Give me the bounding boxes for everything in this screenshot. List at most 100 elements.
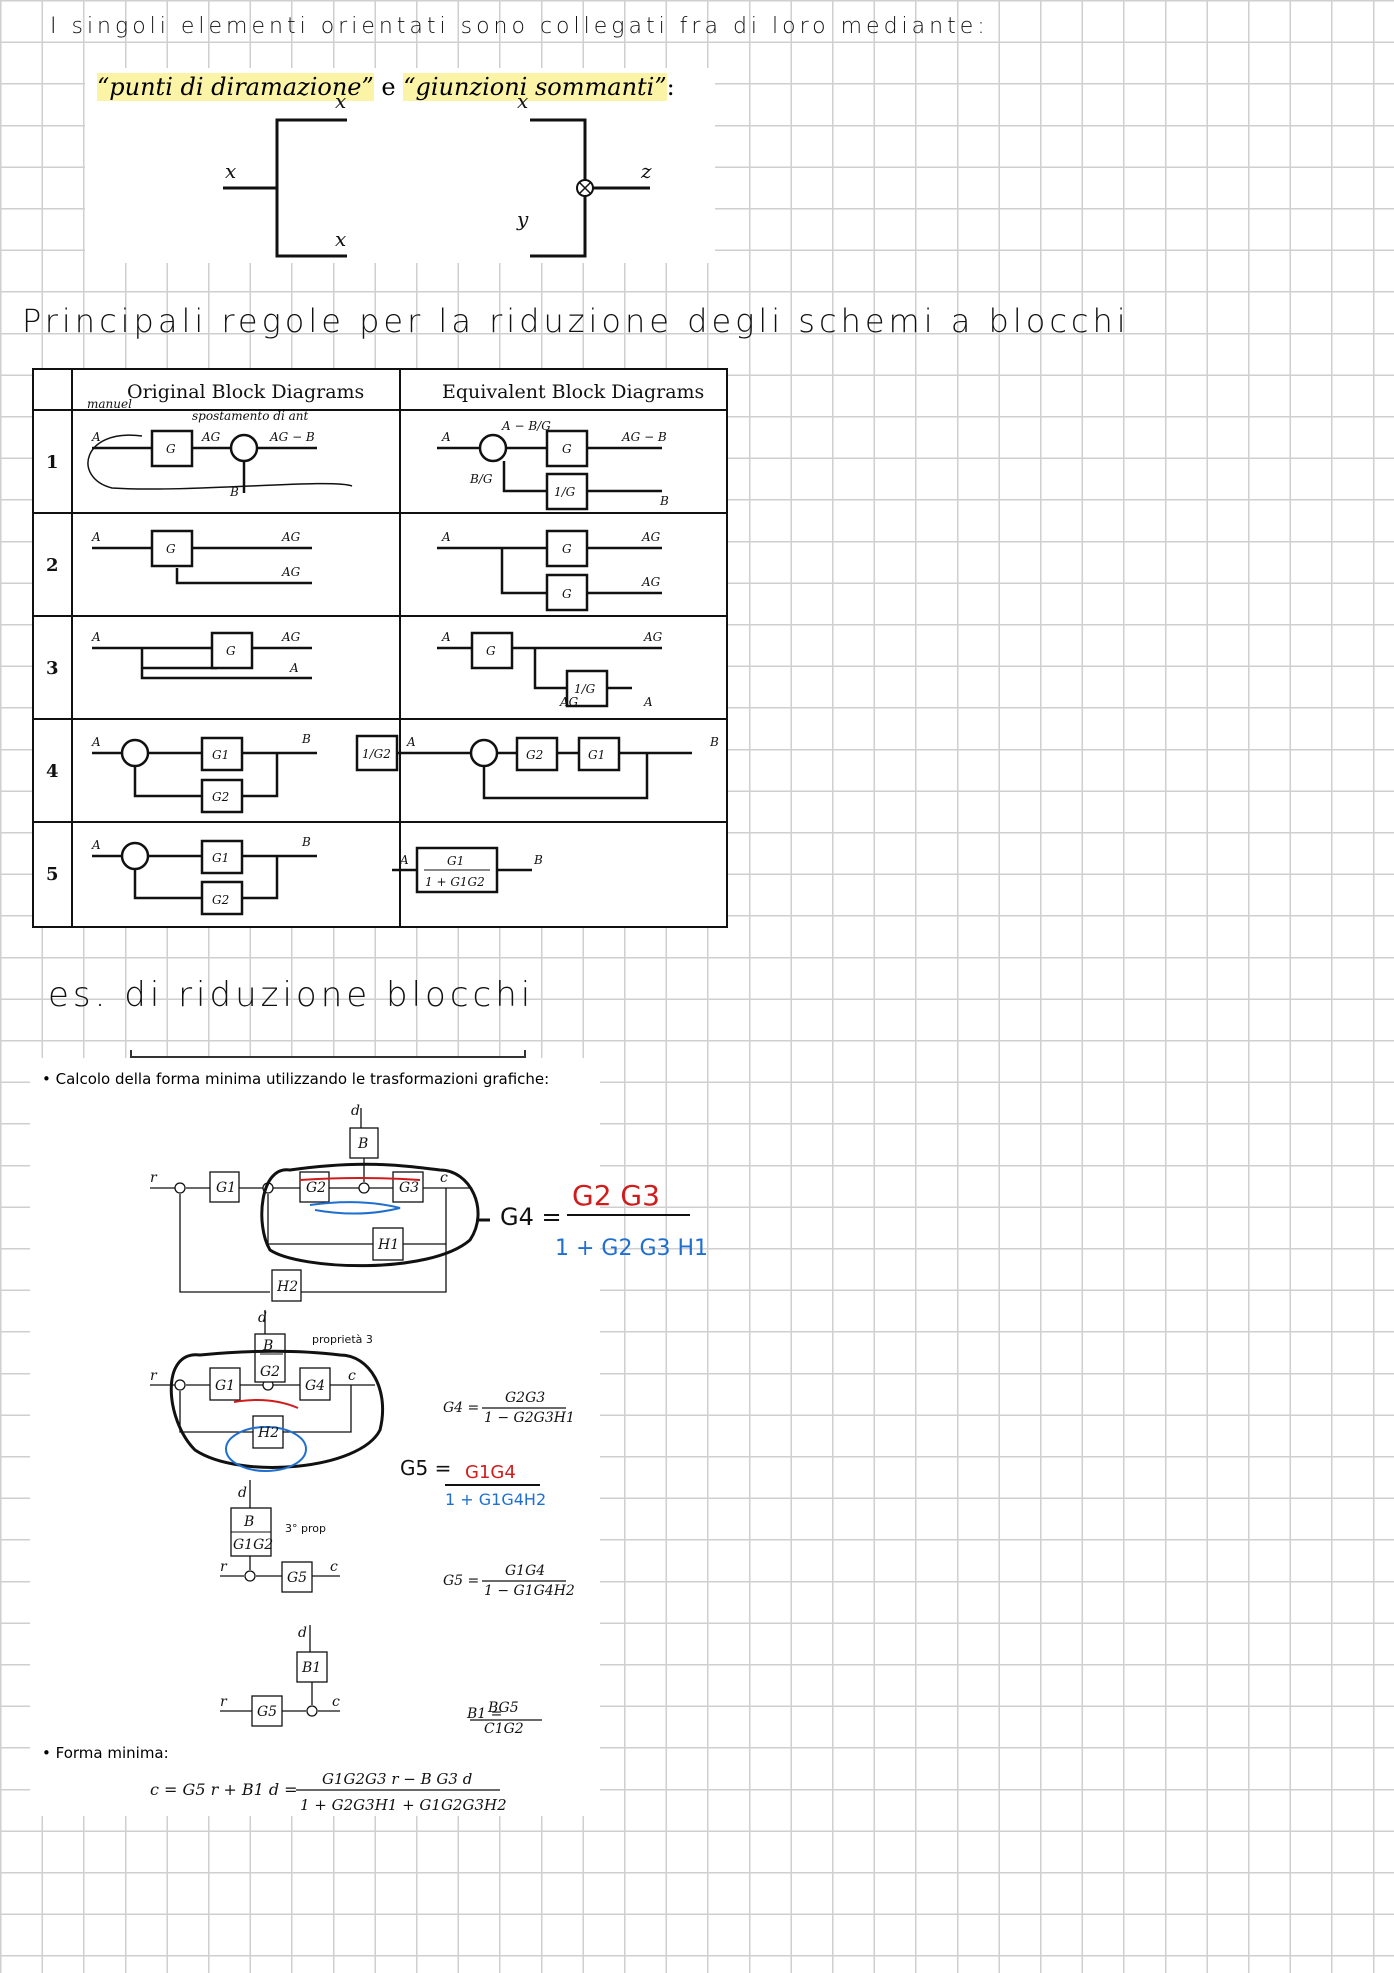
d3-G5: G5 <box>287 1570 307 1586</box>
d1-B: B <box>357 1136 368 1152</box>
d4-c: c <box>332 1694 340 1710</box>
r4-eq-B: B <box>709 735 719 749</box>
g5-den: 1 − G1G4H2 <box>484 1583 575 1599</box>
r2-AG1: AG <box>281 530 301 544</box>
r2-G: G <box>166 542 176 556</box>
heading-example: es. di riduzione blocchi <box>48 975 535 1015</box>
r5-A: A <box>91 838 101 852</box>
hand-g5-lhs: G5 = <box>400 1456 451 1480</box>
r5-G2: G2 <box>212 893 229 907</box>
d2-G1: G1 <box>215 1378 235 1394</box>
heading-rules: Principali regole per la riduzione degli… <box>22 302 1130 340</box>
underline-bracket <box>130 1050 526 1058</box>
r4-G1: G1 <box>212 748 229 762</box>
r4-eq-G2: G2 <box>526 748 543 762</box>
d4-r: r <box>220 1694 228 1710</box>
r2-eq-G1: G <box>562 542 572 556</box>
d3-c: c <box>330 1559 338 1575</box>
r1-eq-B: B <box>659 494 669 508</box>
r3-A2: A <box>289 661 299 675</box>
figure-branch-sum: “punti di diramazione” e “giunzioni somm… <box>85 68 715 263</box>
r1-B: B <box>229 485 239 499</box>
final-den: 1 + G2G3H1 + G1G2G3H2 <box>300 1796 507 1814</box>
row-number-2: 2 <box>46 555 59 576</box>
label-sum-x: x <box>517 89 528 113</box>
row1-note-a: manuel <box>87 397 132 411</box>
final-num: G1G2G3 r − B G3 d <box>322 1770 472 1788</box>
final-lhs: c = G5 r + B1 d = <box>150 1780 298 1799</box>
g5-num: G1G4 <box>505 1563 545 1579</box>
r1-G: G <box>166 442 176 456</box>
g4-num: G2G3 <box>505 1390 545 1406</box>
row1-note-b: spostamento di ant <box>192 409 308 423</box>
r3-eq-AG2: AG <box>559 695 579 709</box>
b1-num: BG5 <box>487 1700 519 1716</box>
d3-B: B <box>243 1514 254 1530</box>
d4-d: d <box>298 1625 307 1641</box>
hand-g4-den: 1 + G2 G3 H1 <box>555 1236 708 1261</box>
rules-table: Original Block Diagrams Equivalent Block… <box>32 368 728 928</box>
hand-g5-num: G1G4 <box>465 1462 516 1483</box>
caption-branch-points: “punti di diramazione” <box>97 73 374 101</box>
r4-B: B <box>301 732 311 746</box>
d2-B: B <box>262 1338 273 1354</box>
caption-colon: : <box>666 73 675 101</box>
caption-summing-junctions: “giunzioni sommanti” <box>403 73 667 101</box>
bullet-forma-minima-text: Forma minima: <box>55 1744 169 1762</box>
d2-r: r <box>150 1368 158 1384</box>
r2-eq-G2: G <box>562 587 572 601</box>
d1-G3: G3 <box>399 1180 419 1196</box>
figure1-caption: “punti di diramazione” e “giunzioni somm… <box>97 73 675 101</box>
caption-and: e <box>373 73 404 101</box>
figure1-diagram: x x x x y z <box>223 89 652 258</box>
r4-A: A <box>91 735 101 749</box>
r3-eq-A: A <box>441 630 451 644</box>
d1-H1: H1 <box>377 1237 399 1253</box>
row-number-3: 3 <box>46 658 59 679</box>
r5-eq-B: B <box>533 853 543 867</box>
r1-eq-G: G <box>562 442 572 456</box>
r3-eq-AG: AG <box>643 630 663 644</box>
intro-line: I singoli elementi orientati sono colleg… <box>50 14 989 39</box>
row-number-1: 1 <box>46 452 59 473</box>
d4-B1: B1 <box>301 1660 321 1676</box>
col-header-equivalent: Equivalent Block Diagrams <box>442 381 704 403</box>
r3-A: A <box>91 630 101 644</box>
r1-eq-BG: B/G <box>469 472 493 486</box>
col-header-original: Original Block Diagrams <box>127 381 364 403</box>
bullet-calcolo-text: Calcolo della forma minima utilizzando l… <box>55 1070 550 1088</box>
d2-G4: G4 <box>305 1378 325 1394</box>
d1-d: d <box>351 1103 360 1119</box>
d2-note: proprietà 3 <box>312 1333 373 1346</box>
d1-H2: H2 <box>276 1279 298 1295</box>
rules-table-grid: Original Block Diagrams Equivalent Block… <box>32 368 728 928</box>
label-sum-z: z <box>640 159 652 183</box>
bullet-forma-minima: • Forma minima: <box>42 1744 169 1762</box>
r2-A: A <box>91 530 101 544</box>
label-x-top: x <box>335 89 346 113</box>
r5-B: B <box>301 835 311 849</box>
hand-g4-num: G2 G3 <box>572 1179 660 1212</box>
r3-AG: AG <box>281 630 301 644</box>
d2-H2: H2 <box>257 1425 279 1441</box>
hand-g5-den: 1 + G1G4H2 <box>445 1490 546 1509</box>
d4-G5: G5 <box>257 1704 277 1720</box>
row-number-4: 4 <box>46 761 59 782</box>
handwritten-arrow <box>87 434 353 490</box>
r4-G2: G2 <box>212 790 229 804</box>
label-x-in: x <box>225 159 236 183</box>
r1-eq-out: AG − B <box>621 430 667 444</box>
r1-eq-A: A <box>441 430 451 444</box>
r2-eq-AG1: AG <box>641 530 661 544</box>
d2-G2: G2 <box>260 1364 280 1380</box>
d3-note: 3° prop <box>285 1522 326 1535</box>
hand-g4-lhs: G4 = <box>500 1203 562 1231</box>
r4-eq-A: A <box>406 735 416 749</box>
b1-lhs: B1 = <box>466 1706 502 1722</box>
label-sum-y: y <box>516 207 529 231</box>
r1-AG: AG <box>201 430 221 444</box>
d1-r: r <box>150 1170 158 1186</box>
r2-eq-AG2: AG <box>641 575 661 589</box>
r4-eq-1G2: 1/G2 <box>362 747 391 761</box>
d3-r: r <box>220 1559 228 1575</box>
